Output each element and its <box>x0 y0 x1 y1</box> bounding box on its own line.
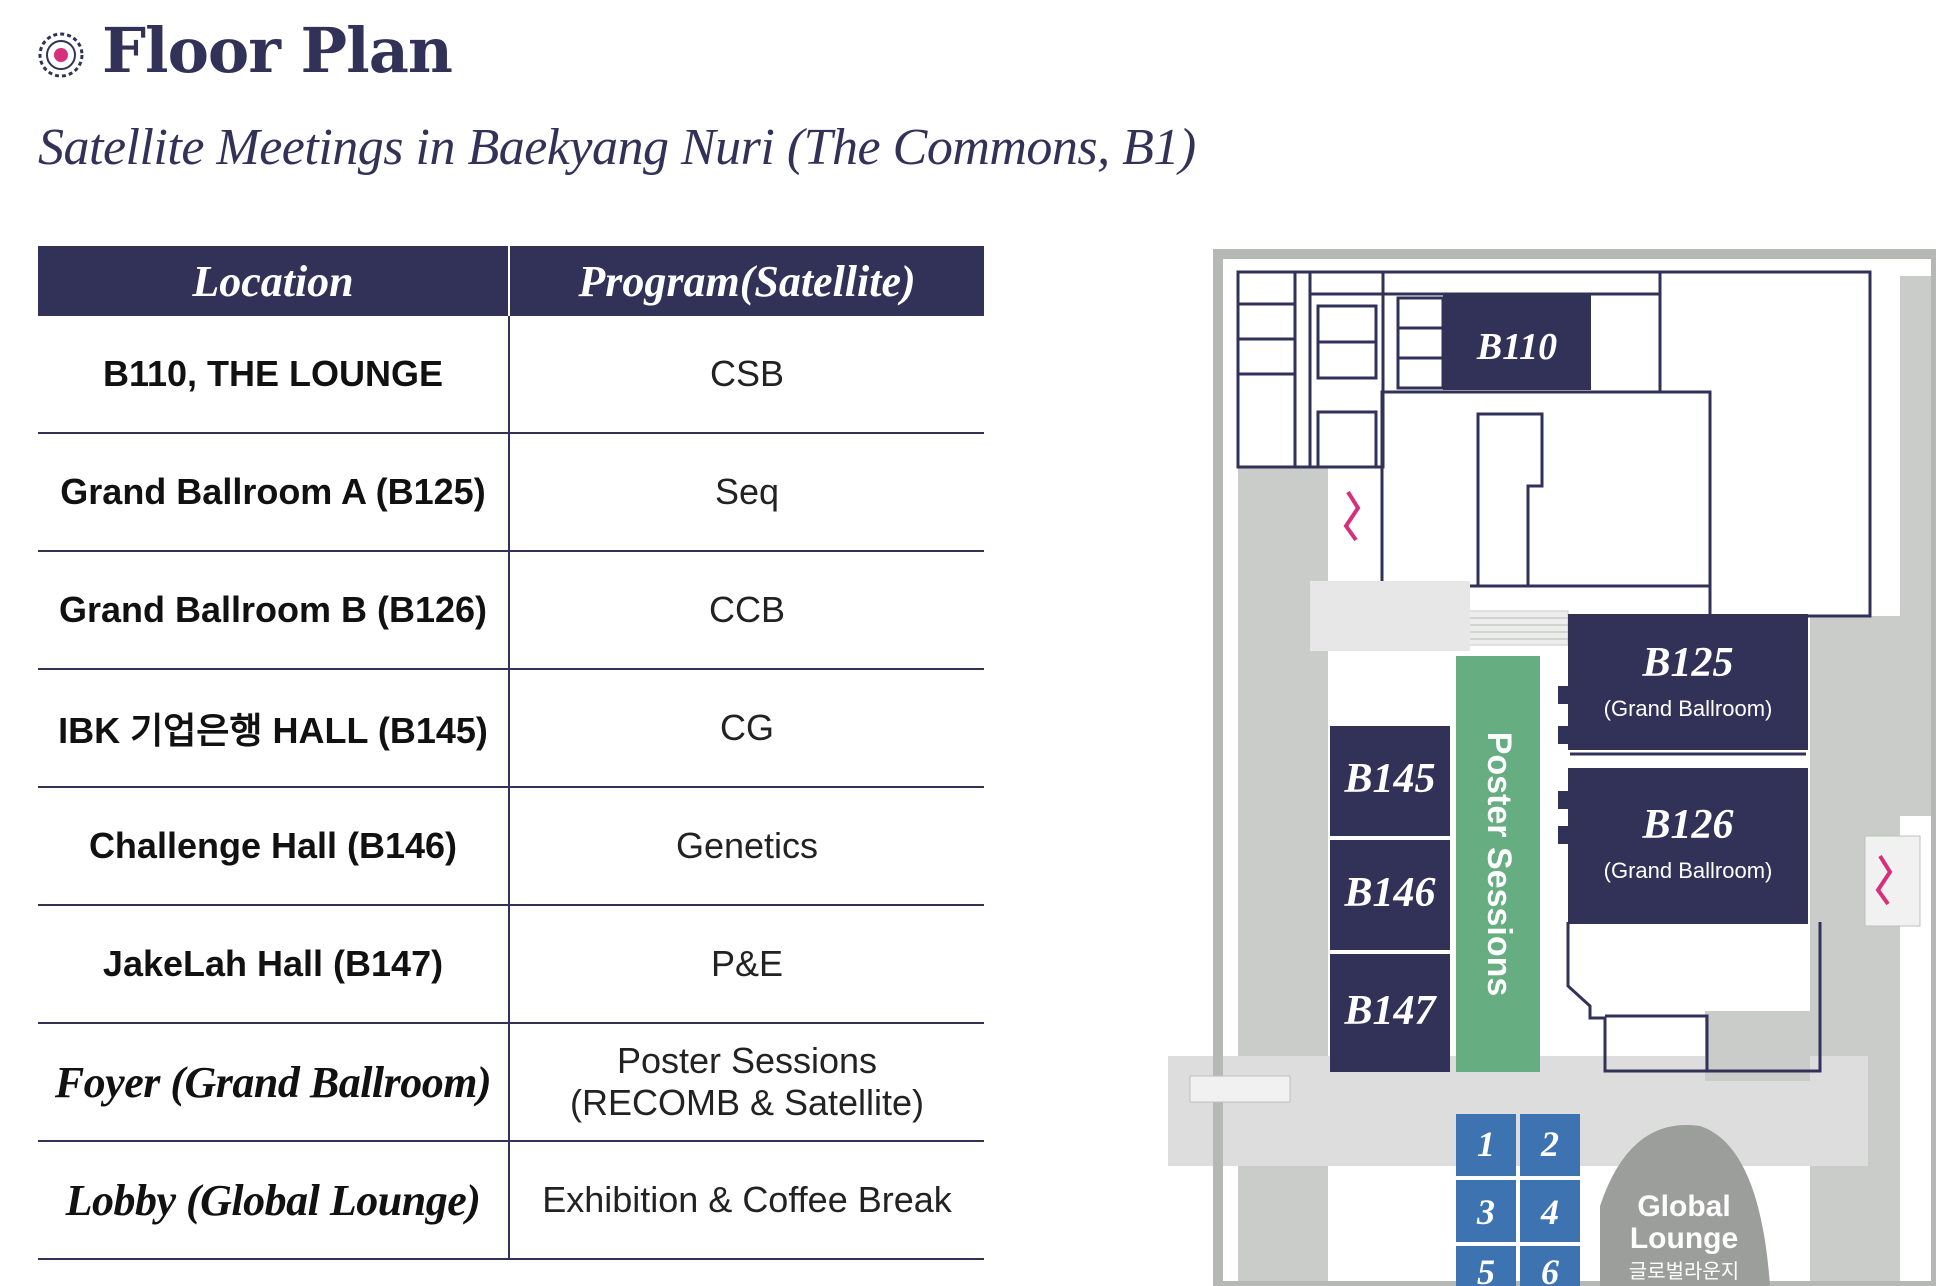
room-b145-label: B145 <box>1343 756 1435 802</box>
side-stairs-right <box>1864 835 1921 927</box>
floor-plan-map: B110 B125 (Grand Ballroom) B126 (Grand B… <box>1168 249 1936 1286</box>
right-strip <box>1900 276 1936 816</box>
booth-number: 1 <box>1477 1124 1495 1164</box>
program-line: Poster Sessions <box>616 1040 878 1081</box>
corridor-right <box>1810 616 1900 1286</box>
booth-number: 6 <box>1541 1252 1559 1286</box>
booth-number: 4 <box>1540 1192 1559 1232</box>
room-b126 <box>1568 768 1808 924</box>
side-stairs <box>1189 1075 1291 1103</box>
room-b125-label: B125 <box>1641 640 1733 686</box>
room-b125 <box>1568 614 1808 750</box>
location-table: Location Program(Satellite) B110, THE LO… <box>38 246 984 1260</box>
global-lounge-label: Lounge <box>1630 1222 1738 1255</box>
room-b110-label: B110 <box>1476 326 1557 368</box>
program-cell: CG <box>509 669 984 788</box>
location-header: Location <box>38 246 510 316</box>
program-header: Program(Satellite) <box>509 246 984 316</box>
room-b147-label: B147 <box>1343 988 1437 1034</box>
room-b146 <box>1330 840 1450 950</box>
page-title: Floor Plan <box>102 14 453 87</box>
room-b146-label: B146 <box>1343 870 1435 916</box>
table-row: Grand Ballroom A (B125) Seq <box>38 433 984 552</box>
room-block <box>1396 326 1445 360</box>
program-line: (RECOMB & Satellite) <box>569 1082 925 1123</box>
global-lounge-label: Global <box>1637 1190 1730 1223</box>
table-row: B110, THE LOUNGE CSB <box>38 316 984 434</box>
location-cell: JakeLah Hall (B147) <box>38 905 510 1024</box>
booth <box>1456 1180 1516 1242</box>
room-b147 <box>1330 954 1450 1072</box>
program-cell: P&E <box>509 905 984 1024</box>
room-b145 <box>1330 726 1450 836</box>
program-cell: Poster Sessions (RECOMB & Satellite) <box>509 1023 984 1142</box>
page-subtitle: Satellite Meetings in Baekyang Nuri (The… <box>38 119 1196 176</box>
program-cell: Genetics <box>509 787 984 906</box>
poster-sessions-label: Poster Sessions <box>1480 732 1518 997</box>
global-lounge-korean: 글로벌라운지 <box>1629 1259 1739 1283</box>
room-b110 <box>1443 294 1591 390</box>
booth-grid: 1 2 3 4 5 6 <box>1456 1114 1580 1286</box>
program-cell: Exhibition & Coffee Break <box>509 1141 984 1260</box>
program-cell: CSB <box>509 316 984 434</box>
location-cell: Grand Ballroom B (B126) <box>38 551 510 670</box>
global-lounge-area <box>1600 1125 1770 1286</box>
location-cell: Grand Ballroom A (B125) <box>38 433 510 552</box>
exit-block <box>1605 1014 1709 1071</box>
booth-number: 3 <box>1476 1192 1495 1232</box>
location-cell: IBK 기업은행 HALL (B145) <box>38 669 510 788</box>
booth <box>1520 1246 1580 1286</box>
table-row: IBK 기업은행 HALL (B145) CG <box>38 669 984 788</box>
gray-block <box>1705 1011 1810 1081</box>
table-row: Challenge Hall (B146) Genetics <box>38 787 984 906</box>
table-row: Foyer (Grand Ballroom) Poster Sessions (… <box>38 1023 984 1142</box>
room-block <box>1396 356 1445 390</box>
room-b125-sub: (Grand Ballroom) <box>1604 696 1773 721</box>
room-b126-sub: (Grand Ballroom) <box>1604 858 1773 883</box>
logo-icon <box>38 32 84 78</box>
escalator-icon <box>1343 490 1361 542</box>
table-row: JakeLah Hall (B147) P&E <box>38 905 984 1024</box>
booth <box>1456 1246 1516 1286</box>
location-cell: Challenge Hall (B146) <box>38 787 510 906</box>
booth-number: 2 <box>1540 1124 1559 1164</box>
program-cell: CCB <box>509 551 984 670</box>
poster-sessions-area <box>1456 656 1540 1072</box>
location-cell: Foyer (Grand Ballroom) <box>38 1023 510 1142</box>
room-block <box>1316 304 1378 344</box>
table-row: Grand Ballroom B (B126) CCB <box>38 551 984 670</box>
booth <box>1520 1114 1580 1176</box>
room-block <box>1316 410 1378 469</box>
room-block <box>1316 340 1378 380</box>
room-block <box>1308 270 1662 296</box>
room-block <box>1396 296 1445 330</box>
booth-number: 5 <box>1477 1252 1495 1286</box>
lower-ballroom <box>1566 922 1822 1073</box>
table-header-row: Location Program(Satellite) <box>38 246 984 316</box>
booth <box>1456 1114 1516 1176</box>
building-outline <box>1213 249 1936 1286</box>
location-cell: Lobby (Global Lounge) <box>38 1141 510 1260</box>
stairs <box>1467 610 1569 646</box>
location-cell: B110, THE LOUNGE <box>38 316 510 434</box>
room-b126-label: B126 <box>1641 802 1733 848</box>
table-row: Lobby (Global Lounge) Exhibition & Coffe… <box>38 1141 984 1260</box>
program-cell: Seq <box>509 433 984 552</box>
escalator-icon <box>1875 854 1893 906</box>
corridor-light <box>1310 581 1470 651</box>
booth <box>1520 1180 1580 1242</box>
